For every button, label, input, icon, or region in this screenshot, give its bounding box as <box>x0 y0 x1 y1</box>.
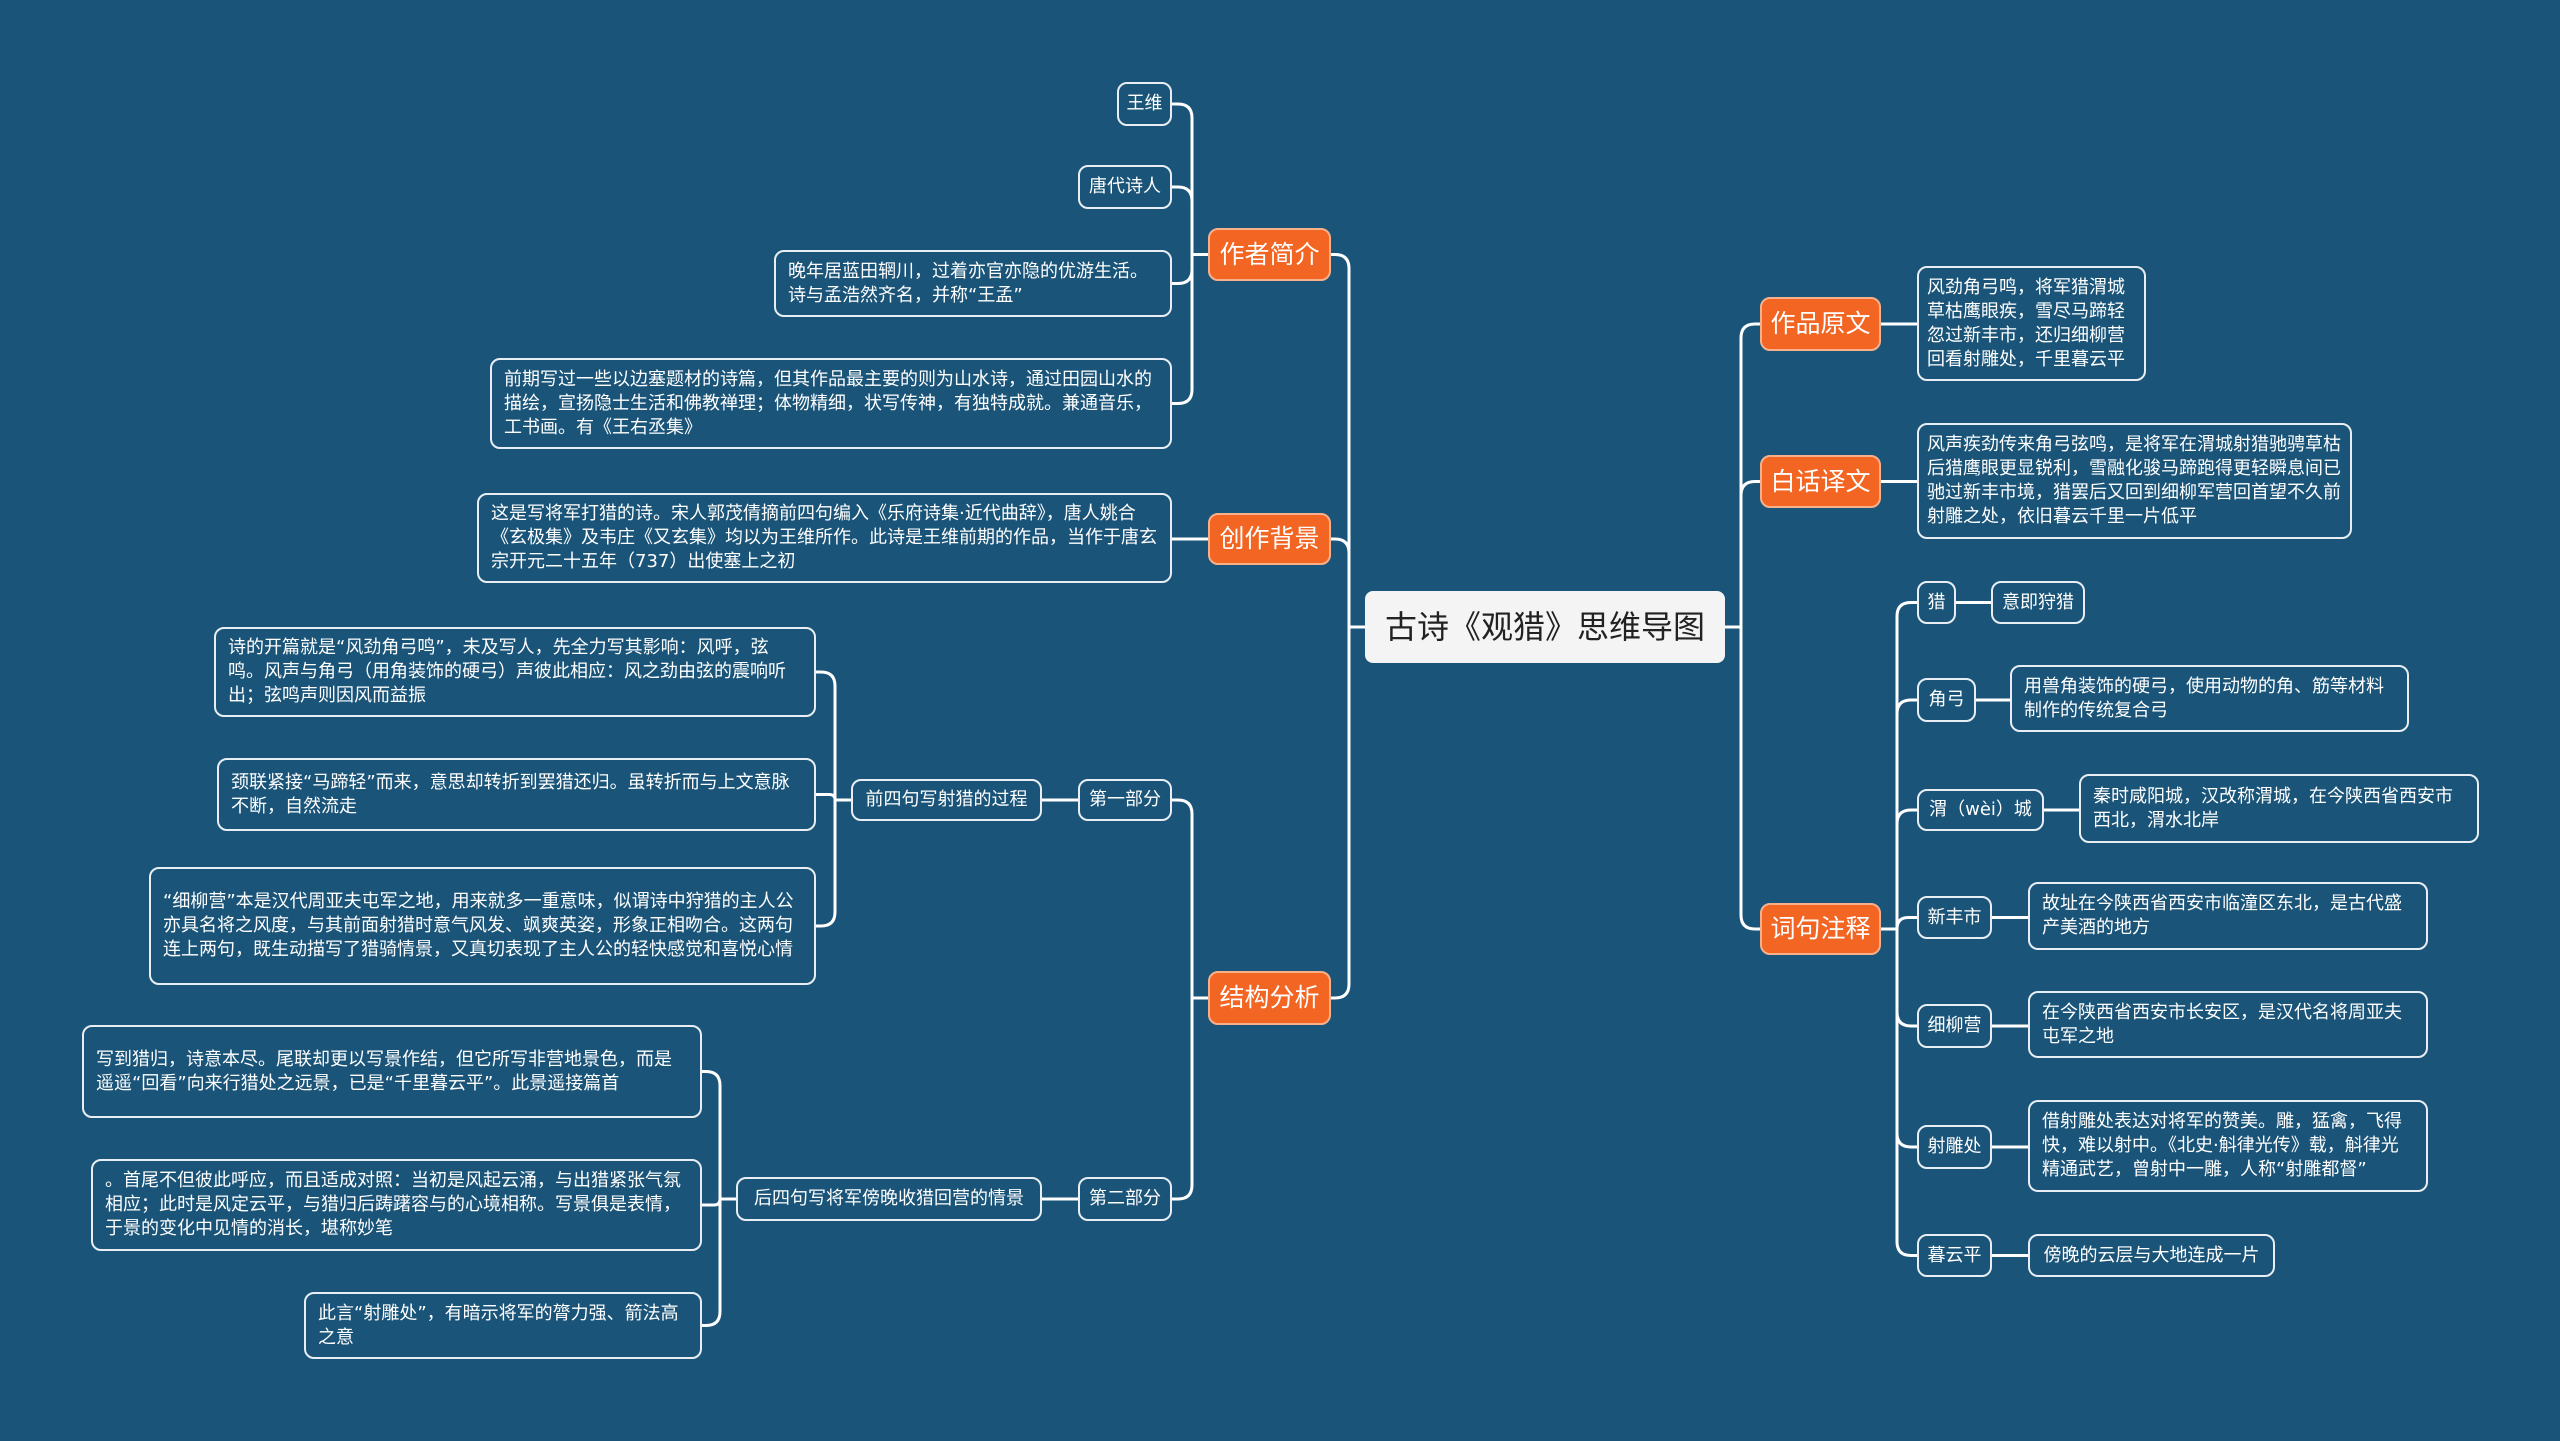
branch-notes[interactable]: 词句注释 <box>1760 903 1881 955</box>
note-definition[interactable]: 用兽角装饰的硬弓，使用动物的角、筋等材料制作的传统复合弓 <box>2010 665 2409 732</box>
part-two-analysis[interactable]: 写到猎归，诗意本尽。尾联却更以写景作结，但它所写非营地景色，而是遥遥“回看”向来… <box>82 1025 702 1118</box>
root-topic[interactable]: 古诗《观猎》思维导图 <box>1365 591 1725 663</box>
connector-line <box>1725 480 1760 629</box>
part-two-analysis[interactable]: 。首尾不但彼此呼应，而且适成对照：当初是风起云涌，与出猎紧张气氛相应；此时是风定… <box>91 1159 702 1251</box>
connector-line <box>1331 625 1365 1000</box>
note-definition[interactable]: 秦时咸阳城，汉改称渭城，在今陕西省西安市西北，渭水北岸 <box>2079 774 2479 843</box>
connector-line <box>1881 808 1917 931</box>
connector-line <box>1881 698 1917 931</box>
background-text[interactable]: 这是写将军打猎的诗。宋人郭茂倩摘前四句编入《乐府诗集·近代曲辞》，唐人姚合《玄极… <box>477 493 1172 583</box>
note-definition[interactable]: 在今陕西省西安市长安区，是汉代名将周亚夫屯军之地 <box>2028 991 2428 1058</box>
part-one-analysis[interactable]: 诗的开篇就是“风劲角弓鸣”，未及写人，先全力写其影响：风呼，弦鸣。风声与角弓（用… <box>214 627 816 717</box>
note-term[interactable]: 细柳营 <box>1917 1004 1992 1048</box>
connector-line <box>816 670 851 802</box>
original-poem[interactable]: 风劲角弓鸣，将军猎渭城草枯鹰眼疾，雪尽马蹄轻忽过新丰市，还归细柳营回看射雕处，千… <box>1917 266 2146 381</box>
note-term[interactable]: 射雕处 <box>1917 1125 1992 1169</box>
branch-structure[interactable]: 结构分析 <box>1208 971 1331 1025</box>
note-definition[interactable]: 意即狩猎 <box>1991 581 2085 624</box>
note-term[interactable]: 新丰市 <box>1917 896 1992 939</box>
connector-line <box>1725 625 1760 931</box>
note-term[interactable]: 暮云平 <box>1917 1234 1992 1277</box>
branch-translation[interactable]: 白话译文 <box>1760 455 1881 508</box>
part-one-summary[interactable]: 前四句写射猎的过程 <box>851 779 1042 821</box>
branch-original[interactable]: 作品原文 <box>1760 297 1881 351</box>
connector-line <box>702 1197 736 1327</box>
connector-line <box>1172 102 1208 256</box>
connector-line <box>1172 996 1208 1201</box>
connector-line <box>1725 322 1760 629</box>
connector-line <box>816 798 851 928</box>
note-term[interactable]: 角弓 <box>1917 678 1976 722</box>
connector-line <box>702 1070 736 1201</box>
connector-line <box>1172 185 1208 256</box>
connector-line <box>1331 537 1365 629</box>
note-term[interactable]: 猎 <box>1917 581 1956 624</box>
connector-line <box>1881 916 1917 931</box>
author-late-life[interactable]: 晚年居蓝田辋川，过着亦官亦隐的优游生活。诗与孟浩然齐名，并称“王孟” <box>774 250 1172 317</box>
connector-line <box>1881 927 1917 1257</box>
part-two[interactable]: 第二部分 <box>1078 1177 1172 1221</box>
author-era[interactable]: 唐代诗人 <box>1078 165 1172 209</box>
part-one-analysis[interactable]: “细柳营”本是汉代周亚夫屯军之地，用来就多一重意味，似谓诗中狩猎的主人公亦具名将… <box>149 867 816 985</box>
connector-line <box>1331 253 1365 629</box>
connector-line <box>1172 253 1208 405</box>
author-name[interactable]: 王维 <box>1117 82 1172 126</box>
part-one[interactable]: 第一部分 <box>1078 779 1172 821</box>
connector-line <box>1881 927 1917 1149</box>
note-term[interactable]: 渭（wèi）城 <box>1917 789 2044 831</box>
connector-line <box>1172 253 1208 285</box>
connector-line <box>1881 927 1917 1028</box>
part-one-analysis[interactable]: 颈联紧接“马蹄轻”而来，意思却转折到罢猎还归。虽转折而与上文意脉不断，自然流走 <box>217 758 816 831</box>
note-definition[interactable]: 傍晚的云层与大地连成一片 <box>2028 1234 2275 1277</box>
part-two-summary[interactable]: 后四句写将军傍晚收猎回营的情景 <box>736 1177 1042 1221</box>
author-works[interactable]: 前期写过一些以边塞题材的诗篇，但其作品最主要的则为山水诗，通过田园山水的描绘，宣… <box>490 358 1172 449</box>
connector-line <box>1881 601 1917 931</box>
connector-line <box>1172 798 1208 1000</box>
part-two-analysis[interactable]: 此言“射雕处”，有暗示将军的膂力强、箭法高之意 <box>304 1292 702 1359</box>
note-definition[interactable]: 借射雕处表达对将军的赞美。雕，猛禽，飞得快，难以射中。《北史·斛律光传》载，斛律… <box>2028 1100 2428 1192</box>
translation-text[interactable]: 风声疾劲传来角弓弦鸣，是将军在渭城射猎驰骋草枯后猎鹰眼更显锐利，雪融化骏马蹄跑得… <box>1917 423 2352 539</box>
note-definition[interactable]: 故址在今陕西省西安市临潼区东北，是古代盛产美酒的地方 <box>2028 882 2428 950</box>
branch-background[interactable]: 创作背景 <box>1208 513 1331 565</box>
branch-author[interactable]: 作者简介 <box>1208 228 1331 281</box>
